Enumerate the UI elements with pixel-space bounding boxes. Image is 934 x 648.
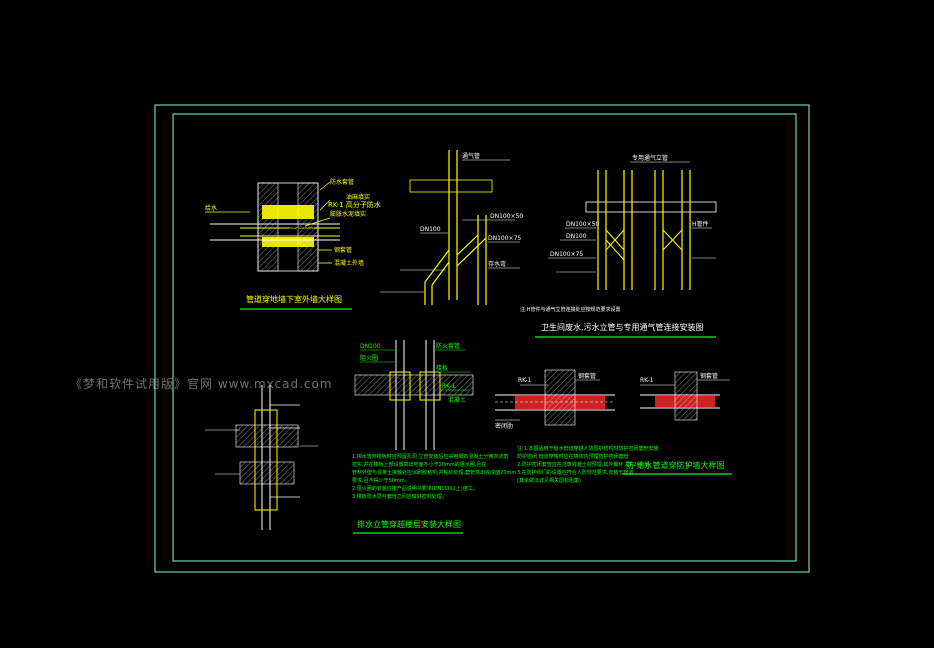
d5-label-d: 楼板 — [436, 364, 448, 372]
d5-label-e: RK-1 — [442, 383, 456, 390]
d2-label-a: 通气管 — [462, 152, 480, 160]
d6-label-c: 密闭肋 — [495, 422, 513, 430]
detail-protective-sleeve-a — [495, 369, 615, 426]
notes_left-line: 3.楼板防水层与套管之间应做好密封处理。 — [352, 493, 447, 500]
sheet-title-3: 排水立管穿越楼层安装大样图 — [357, 519, 461, 529]
d1-label-e: 给水 — [205, 204, 217, 212]
sheet-title-1: 管道穿地墙下室外墙大样图 — [246, 294, 342, 304]
notes_right-line: 2.防护密闭套管应在浇筑混凝土前预埋,其外翼环 Z3 2 步焊 — [517, 461, 648, 468]
notes_left-line: 管材外壁与混凝土接触处应涂刷胶粘剂,并粘砂处理,套管高出完成面20mm — [352, 469, 516, 476]
detail-protective-sleeve-b — [640, 371, 730, 421]
d3-label-b: DN100×50 — [566, 221, 599, 228]
d7-label-a: RK-1 — [640, 377, 654, 384]
d1-label-h: 混凝土外墙 — [334, 259, 364, 267]
d1-label-f: 防护密闭 — [290, 226, 314, 234]
d1-label-a: 防水套管 — [330, 178, 354, 186]
notes_left-line: 2.阻火圈的安装应按产品说明书要求(DN100以上)施工。 — [352, 485, 478, 492]
detail-vent-connection — [380, 150, 520, 305]
sheet-title-4: 防 给水管道穿防护墙大样图 — [626, 460, 725, 470]
detail-floor-penetration — [205, 385, 318, 530]
d1-label-c: RK-1 高分子防水 — [328, 200, 381, 209]
notes_right-line: 防护密闭,管道穿墙时应在墙体内预埋防护密闭套管 — [517, 453, 629, 460]
d1-label-g: 钢套管 — [334, 246, 352, 254]
d2-label-c: DN100 — [420, 226, 441, 233]
notes-right: 注:1.本图适用于给水管道穿越人防围护结构时防护密闭套管安装防护密闭,管道穿墙时… — [517, 445, 658, 484]
notes_left-line: 密实,并在楼板上部设置高出地面不小于20mm的阻水圈,且在 — [352, 461, 486, 468]
detail-wall-penetration — [205, 181, 340, 272]
d1-label-d: 膨胀水泥填实 — [330, 210, 366, 218]
d3-note: 注:H管件与通气立管连接处应按规范要求设置 — [520, 306, 620, 313]
inner-sheet-frame — [172, 113, 797, 562]
d3-label-a: 专用通气立管 — [632, 154, 668, 162]
d7-label-b: 钢套管 — [700, 372, 718, 380]
notes_left-line: 要求,且不得少于50mm。 — [352, 477, 410, 484]
notes_right-line: 3.在防护阀门的设置应符合人防规范要求,安装于管道 — [517, 469, 633, 476]
d3-label-d: DN100×75 — [550, 251, 583, 258]
d5-label-c: 阻火圈 — [360, 354, 378, 362]
d5-label-f: 混凝土 — [448, 396, 466, 404]
d5-label-a: DN100 — [360, 343, 381, 350]
d3-label-c: DN100 — [566, 233, 587, 240]
d3-label-e: H管件 — [692, 220, 709, 228]
sheet-title-2: 卫生间废水,污水立管与专用通气管连接安装图 — [541, 322, 704, 332]
d1-label-b: 油麻填实 — [346, 193, 370, 201]
d6-label-b: 钢套管 — [578, 372, 596, 380]
d2-label-b: DN100×50 — [490, 213, 523, 220]
notes-left: 1.排水管穿楼板时应预留孔洞,立管安装后应采用细石混凝土分两次浇筑密实,并在楼板… — [352, 453, 516, 500]
detail-riser-floor — [354, 340, 474, 450]
notes_left-line: 1.排水管穿楼板时应预留孔洞,立管安装后应采用细石混凝土分两次浇筑 — [352, 453, 508, 460]
watermark-text: 《梦和软件试用版》官网 www.mxcad.com — [70, 377, 333, 391]
detail-dual-vent-stacks — [548, 161, 717, 290]
d5-label-b: 防火套管 — [436, 342, 460, 350]
d2-label-d: DN100×75 — [488, 235, 521, 242]
d6-label-a: RK-1 — [518, 377, 532, 384]
d2-label-e: 存水弯 — [488, 260, 506, 268]
outer-sheet-frame — [154, 104, 810, 573]
notes_right-line: 注:1.本图适用于给水管道穿越人防围护结构时防护密闭套管安装 — [517, 445, 658, 452]
notes_right-line: (其余做法详见相关国标图集) — [517, 477, 581, 484]
